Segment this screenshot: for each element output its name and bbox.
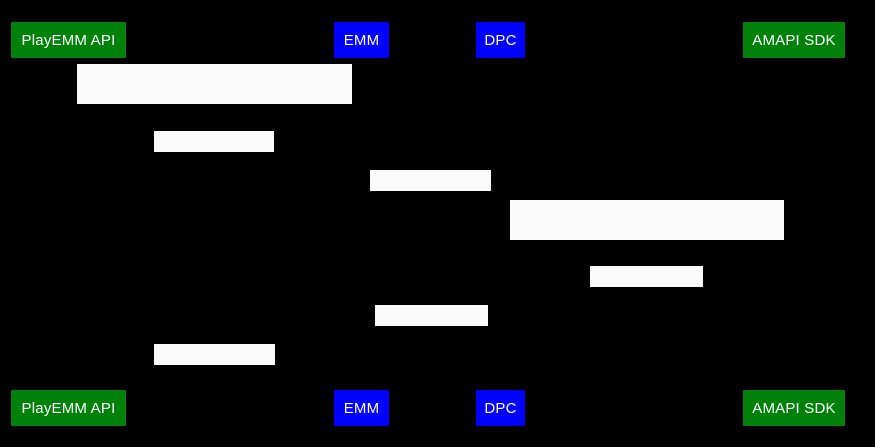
message-label-enrollment-token-to-dpc: enrollment token	[370, 170, 491, 226]
message-line: devices.update()	[160, 384, 269, 400]
participant-emm-top[interactable]: EMM	[334, 22, 389, 58]
message-label-devices-update: devices.update()	[154, 344, 275, 400]
message-line: enrollment token	[376, 210, 485, 226]
participant-label: AMAPI SDK	[752, 399, 836, 417]
participant-playemm-api-top[interactable]: PlayEMM API	[11, 22, 126, 58]
participant-emm-bottom[interactable]: EMM	[334, 390, 389, 426]
message-line: userId, deviceId	[595, 306, 698, 322]
message-line: enrollmentTokenType=userlessDevice)	[89, 161, 340, 177]
participant-label: AMAPI SDK	[752, 31, 836, 49]
message-label-enrollment-token-response: enrollmentToken	[154, 131, 274, 187]
lifeline-dpc	[500, 58, 501, 390]
participant-label: EMM	[343, 399, 380, 417]
participant-amapi-sdk-bottom[interactable]: AMAPI SDK	[743, 390, 845, 426]
participant-label: PlayEMM API	[21, 399, 116, 417]
participant-label: DPC	[484, 399, 517, 417]
message-label-userid-deviceid-from-sdk: userId, deviceId	[590, 266, 703, 322]
message-line: .startAccountSetup(entrollment token)	[525, 297, 769, 313]
message-label-start-account-setup: accountSetupClient .startAccountSetup(en…	[510, 200, 784, 313]
message-label-userid-deviceid-to-emm: userId, deviceId	[375, 305, 488, 361]
participant-amapi-sdk-top[interactable]: AMAPI SDK	[743, 22, 845, 58]
lifeline-amapi-sdk	[793, 58, 794, 390]
message-line: accountSetupClient	[584, 240, 710, 256]
participant-playemm-api-bottom[interactable]: PlayEMM API	[11, 390, 126, 426]
message-line: enrollmentToken	[160, 171, 268, 187]
participant-label: PlayEMM API	[21, 31, 116, 49]
message-line: userId, deviceId	[380, 345, 483, 361]
message-label-enrollment-tokens-create: enrollmentTokens.create( enrollmentToken…	[77, 64, 352, 177]
message-line: enrollmentTokens.create(	[133, 104, 296, 120]
participant-label: EMM	[343, 31, 380, 49]
participant-dpc-top[interactable]: DPC	[476, 22, 525, 58]
participant-dpc-bottom[interactable]: DPC	[476, 390, 525, 426]
lifeline-emm	[361, 58, 362, 390]
participant-label: DPC	[484, 31, 517, 49]
lifeline-playemm-api	[68, 58, 69, 390]
